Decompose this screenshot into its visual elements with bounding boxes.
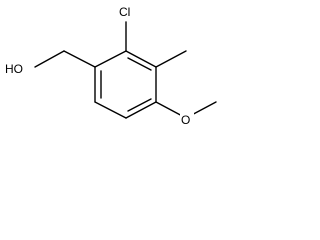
- bond-ch2-to-oh: [34, 50, 65, 68]
- label-backdrop-o: [180, 111, 194, 126]
- ring-double-bond-c4-c5: [127, 98, 152, 112]
- label-hydroxyl: HO: [5, 62, 23, 76]
- ring-bond-c1-c2: [94, 50, 127, 68]
- structure-canvas: HO Cl O: [0, 0, 230, 138]
- ring-double-bond-c2-c3: [127, 57, 152, 71]
- bond-ring-to-ch2: [63, 50, 96, 68]
- bond-lines: [34, 21, 217, 119]
- ring-bond-c2-c3: [125, 50, 157, 68]
- label-backdrop-ho: [2, 59, 22, 76]
- ring-bond-c4-c5: [125, 101, 157, 119]
- ring-bond-c5-c6: [94, 101, 127, 119]
- label-backdrop-cl: [116, 3, 136, 20]
- chemical-structure: HO Cl O: [2, 3, 217, 127]
- bond-ring-to-methyl: [155, 50, 187, 68]
- label-chloro: Cl: [119, 5, 130, 19]
- label-methoxy-oxygen: O: [181, 113, 190, 127]
